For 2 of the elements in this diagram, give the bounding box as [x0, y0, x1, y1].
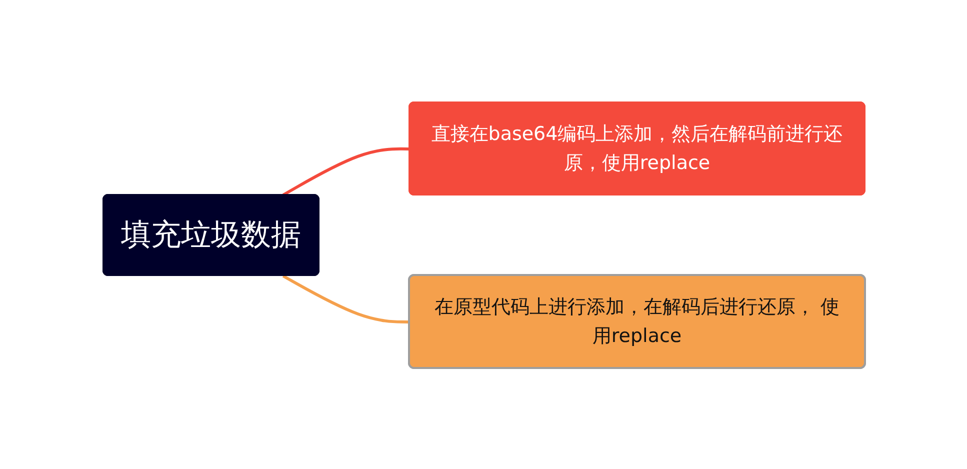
connector	[282, 146, 410, 196]
connector	[282, 274, 410, 323]
